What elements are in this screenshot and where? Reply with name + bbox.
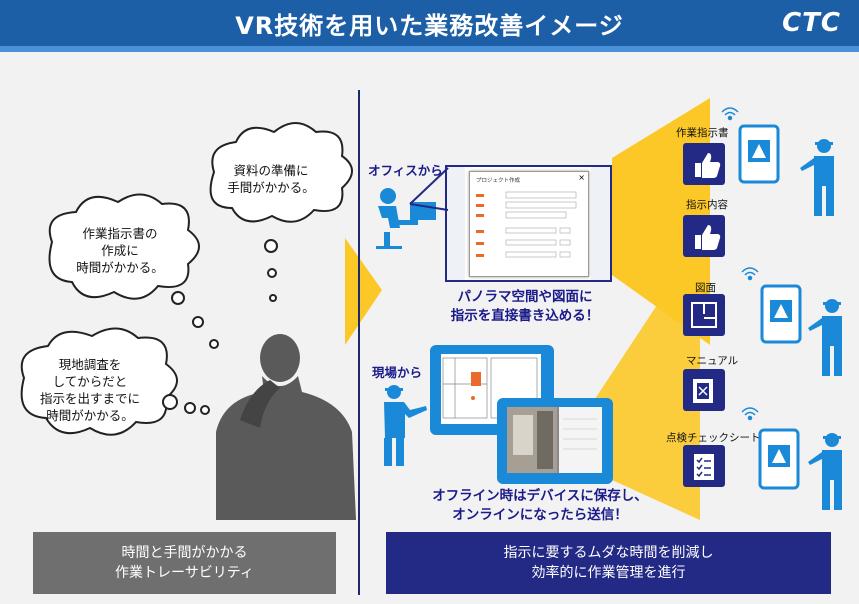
caption-bottom: オフライン時はデバイスに保存し、 オンラインになったら送信！: [380, 487, 700, 525]
field-label: 現場から: [372, 365, 423, 380]
bubble-3-line: してからだと: [52, 374, 128, 389]
tile-instructions[interactable]: [683, 215, 725, 257]
tile-label-3: マニュアル: [686, 355, 739, 367]
right-summary-line: 指示に要するムダな時間を削減し: [503, 545, 714, 561]
bubble-3-line: 現地調査を: [58, 357, 122, 372]
page-title: VR技術を用いた業務改善イメージ: [235, 12, 624, 40]
caption-bottom-line: オフライン時はデバイスに保存し、: [432, 488, 648, 504]
bubble-cloud-1: [209, 122, 353, 223]
caption-bottom-line: オンラインになったら送信！: [452, 507, 628, 523]
bubble-1-line: 手間がかかる。: [227, 180, 315, 195]
checklist-icon: [694, 454, 714, 480]
tile-drawing[interactable]: [683, 294, 725, 336]
tablet-panorama: [497, 398, 613, 484]
tile-checksheet[interactable]: [683, 445, 725, 487]
bubble-text-3: 現地調査を してからだと 指示を出すまでに 時間がかかる。: [28, 356, 152, 424]
thought-bubbles: [20, 122, 356, 520]
tile-label-4: 点検チェックシート: [666, 432, 761, 444]
bubble-2-line: 作業指示書の: [82, 226, 158, 241]
manual-book-icon: [693, 379, 713, 403]
bubble-2-line: 作成に: [101, 243, 139, 258]
thumbs-up-icon: [695, 153, 721, 178]
bubble-3-line: 指示を出すまでに: [39, 391, 140, 406]
right-devices: [721, 107, 842, 510]
tablet-panorama-screen: [507, 407, 602, 473]
tile-manual[interactable]: [683, 369, 725, 411]
bubble-cloud-3: [20, 327, 178, 436]
pointer-lines: [409, 167, 449, 211]
bubble-text-2: 作業指示書の 作成に 時間がかかる。: [64, 225, 176, 276]
right-summary-box: 指示に要するムダな時間を削減し 効率的に作業管理を進行: [386, 532, 831, 594]
app-sidebar: [447, 167, 465, 280]
dialog-form-rows: [476, 191, 577, 258]
panorama-photo: [507, 407, 602, 473]
ctc-logo: CTC: [782, 8, 841, 38]
left-summary-line: 時間と手間がかかる: [121, 545, 248, 561]
header-stripe: [0, 46, 859, 52]
caption-top-line: 指示を直接書き込める！: [450, 308, 600, 324]
bubble-cloud-2: [48, 193, 200, 300]
bubble-1-line: 資料の準備に: [233, 163, 309, 178]
dialog-close-icon[interactable]: ×: [578, 173, 585, 182]
right-summary-line: 効率的に作業管理を進行: [531, 565, 686, 581]
vertical-divider: [358, 90, 360, 595]
tile-work-order[interactable]: [683, 143, 725, 185]
office-label: オフィスから: [368, 163, 443, 178]
office-app-window: プロジェクト作成 ×: [445, 165, 612, 282]
header-bar: [0, 0, 859, 46]
left-summary-line: 作業トレーサビリティ: [115, 565, 254, 581]
dialog-title: プロジェクト作成: [476, 178, 521, 184]
left-summary-box: 時間と手間がかかる 作業トレーサビリティ: [33, 532, 336, 594]
worker-figure: [800, 139, 842, 510]
caption-top-line: パノラマ空間や図面に: [457, 289, 593, 305]
thinking-man-silhouette: [216, 334, 356, 520]
tile-label-1: 指示内容: [686, 199, 728, 211]
tile-label-2: 図面: [695, 282, 716, 294]
tile-label-0: 作業指示書: [676, 127, 729, 139]
bubble-text-1: 資料の準備に 手間がかかる。: [222, 162, 320, 196]
thumbs-up-icon: [695, 225, 721, 250]
bubble-2-line: 時間がかかる。: [76, 260, 164, 275]
wifi-icon: [721, 107, 759, 421]
center-arrow: [345, 238, 382, 345]
app-dialog: プロジェクト作成 ×: [469, 171, 589, 277]
app-right-panel: [591, 167, 610, 280]
floor-plan-icon: [691, 302, 717, 328]
field-worker-icon: [384, 385, 427, 466]
bubble-3-line: 時間がかかる。: [46, 408, 134, 423]
caption-top: パノラマ空間や図面に 指示を直接書き込める！: [395, 288, 655, 326]
floorplan-drawing: [442, 357, 538, 419]
